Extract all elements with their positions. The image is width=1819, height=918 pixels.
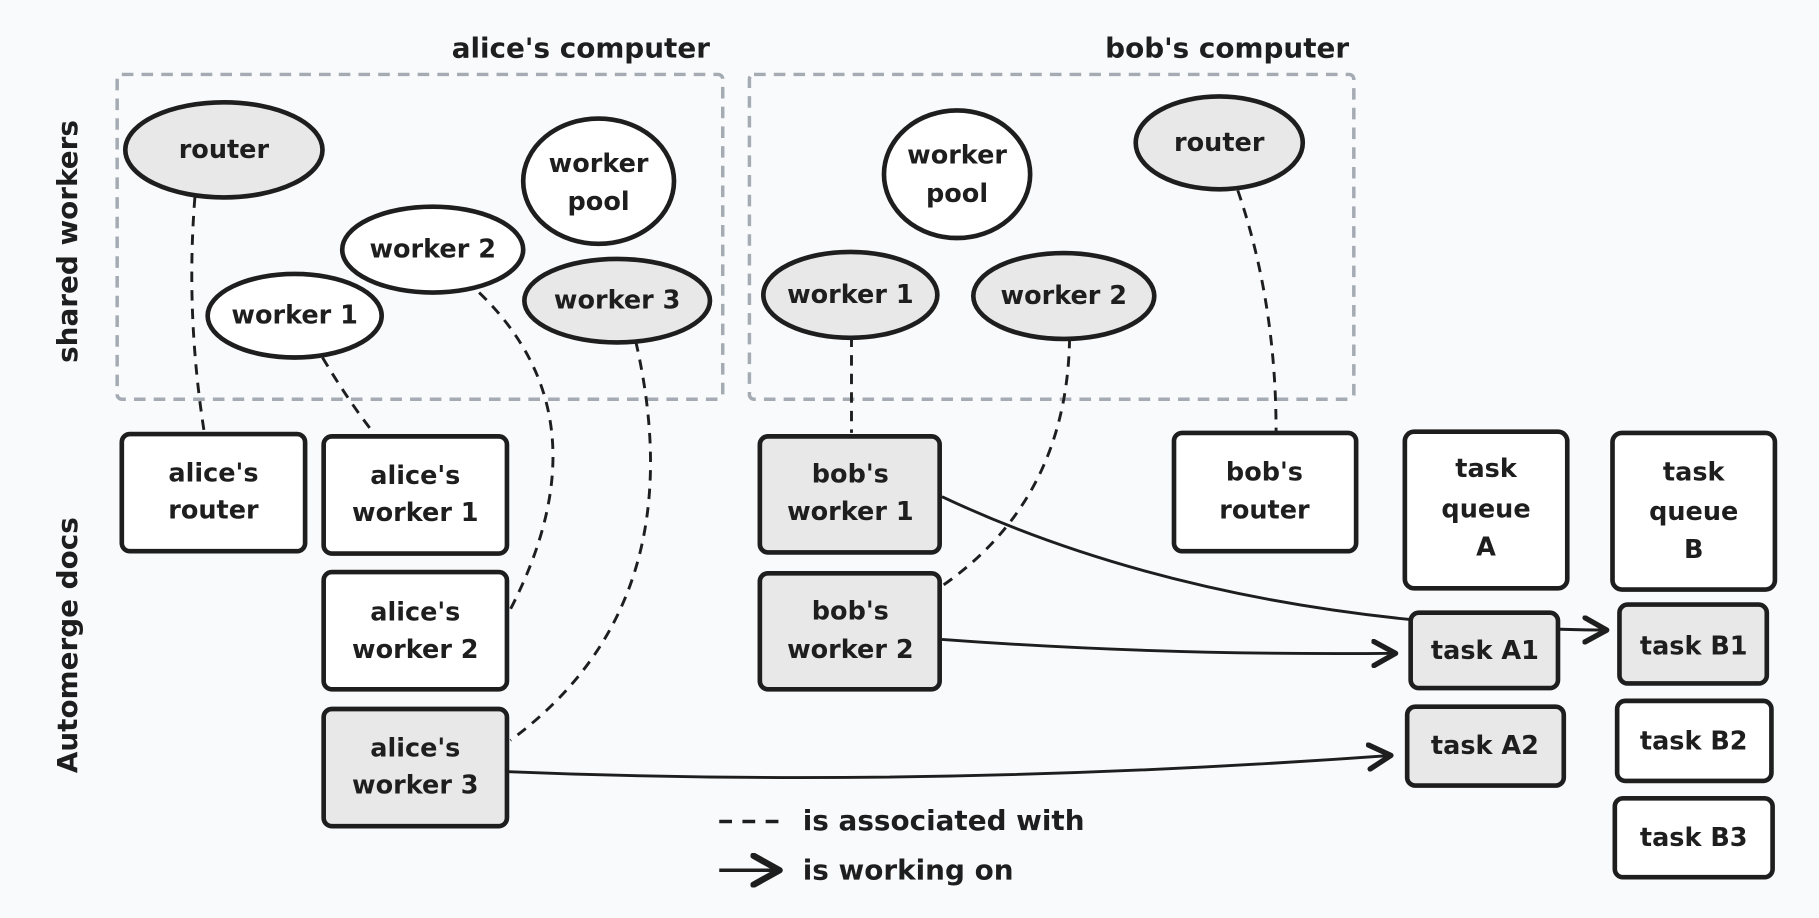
alice-router-worker[interactable]: router bbox=[122, 99, 325, 200]
bob-computer-group bbox=[747, 72, 1356, 401]
doc-task-a1[interactable]: task A1 bbox=[1408, 610, 1561, 691]
doc-task-queue-a[interactable]: task queue A bbox=[1402, 429, 1570, 591]
work-bob-worker2-task-a1 bbox=[941, 637, 1396, 653]
alice-computer-title: alice's computer bbox=[452, 31, 711, 64]
bob-worker-2[interactable]: worker 2 bbox=[970, 250, 1157, 342]
shared-workers-row-label: shared workers bbox=[51, 120, 84, 363]
svg-text:pool: pool bbox=[568, 187, 630, 217]
svg-text:worker 3: worker 3 bbox=[554, 286, 681, 316]
svg-text:task A2: task A2 bbox=[1431, 731, 1539, 761]
doc-alice-worker-2[interactable]: alice's worker 2 bbox=[321, 569, 510, 692]
svg-text:worker: worker bbox=[549, 149, 649, 179]
svg-text:task B3: task B3 bbox=[1640, 823, 1748, 853]
doc-task-queue-b[interactable]: task queue B bbox=[1610, 430, 1778, 592]
svg-text:bob's: bob's bbox=[1226, 457, 1303, 487]
doc-bob-worker-1[interactable]: bob's worker 1 bbox=[757, 434, 942, 555]
doc-bob-worker-2[interactable]: bob's worker 2 bbox=[757, 570, 942, 692]
svg-text:task A1: task A1 bbox=[1431, 636, 1539, 666]
svg-text:worker: worker bbox=[907, 141, 1007, 171]
svg-text:bob's: bob's bbox=[812, 597, 889, 627]
svg-text:alice's: alice's bbox=[370, 598, 460, 628]
doc-task-b2[interactable]: task B2 bbox=[1614, 698, 1774, 784]
doc-alice-router[interactable]: alice's router bbox=[119, 431, 308, 554]
doc-alice-worker-3[interactable]: alice's worker 3 bbox=[321, 706, 510, 829]
alice-worker-1[interactable]: worker 1 bbox=[205, 271, 384, 360]
svg-text:worker 1: worker 1 bbox=[231, 301, 358, 331]
alice-worker-pool[interactable]: worker pool bbox=[520, 116, 677, 247]
doc-bob-router[interactable]: bob's router bbox=[1171, 430, 1359, 554]
svg-text:queue: queue bbox=[1649, 497, 1738, 527]
alice-worker-3[interactable]: worker 3 bbox=[522, 256, 713, 345]
svg-text:router: router bbox=[168, 496, 259, 526]
svg-text:task B1: task B1 bbox=[1640, 631, 1748, 661]
svg-text:router: router bbox=[179, 135, 270, 165]
doc-task-b1[interactable]: task B1 bbox=[1617, 602, 1770, 686]
svg-text:pool: pool bbox=[926, 179, 988, 209]
svg-text:A: A bbox=[1476, 533, 1496, 563]
svg-text:worker 1: worker 1 bbox=[787, 280, 914, 310]
bob-router-worker[interactable]: router bbox=[1133, 94, 1306, 192]
svg-text:task: task bbox=[1455, 454, 1518, 484]
assoc-alice-worker3 bbox=[509, 340, 652, 742]
legend: is associated with is working on bbox=[719, 804, 1085, 887]
doc-alice-worker-1[interactable]: alice's worker 1 bbox=[321, 434, 510, 556]
svg-text:queue: queue bbox=[1441, 494, 1530, 524]
svg-text:router: router bbox=[1219, 496, 1310, 526]
alice-computer-group bbox=[115, 72, 725, 401]
work-alice-worker3-task-a2 bbox=[508, 755, 1391, 780]
assoc-bob-worker2 bbox=[941, 337, 1072, 588]
doc-task-a2[interactable]: task A2 bbox=[1404, 704, 1567, 788]
svg-text:alice's: alice's bbox=[370, 461, 460, 491]
svg-text:worker 3: worker 3 bbox=[352, 771, 479, 801]
assoc-bob-router bbox=[1236, 189, 1278, 432]
svg-text:worker 2: worker 2 bbox=[787, 635, 914, 665]
bob-worker-pool[interactable]: worker pool bbox=[881, 108, 1033, 241]
svg-text:B: B bbox=[1684, 535, 1703, 565]
legend-working-label: is working on bbox=[803, 854, 1014, 887]
doc-task-b3[interactable]: task B3 bbox=[1612, 796, 1775, 880]
svg-text:worker 2: worker 2 bbox=[369, 235, 496, 265]
svg-text:task B2: task B2 bbox=[1640, 726, 1748, 756]
svg-text:worker 2: worker 2 bbox=[352, 635, 479, 665]
svg-text:worker 1: worker 1 bbox=[787, 497, 914, 527]
bob-worker-1[interactable]: worker 1 bbox=[761, 249, 940, 341]
bob-computer-title: bob's computer bbox=[1105, 31, 1349, 64]
svg-text:router: router bbox=[1174, 128, 1265, 158]
alice-worker-2[interactable]: worker 2 bbox=[339, 204, 526, 295]
association-connectors bbox=[190, 189, 1278, 742]
assoc-alice-router bbox=[190, 197, 206, 432]
assoc-alice-worker2 bbox=[478, 291, 555, 610]
svg-text:worker 2: worker 2 bbox=[1001, 281, 1128, 311]
assoc-alice-worker1 bbox=[321, 356, 375, 434]
svg-text:bob's: bob's bbox=[812, 460, 889, 490]
automerge-docs-row-label: Automerge docs bbox=[51, 517, 84, 773]
legend-associated-label: is associated with bbox=[803, 804, 1085, 837]
svg-text:alice's: alice's bbox=[370, 733, 460, 763]
svg-text:worker 1: worker 1 bbox=[352, 498, 479, 528]
svg-text:task: task bbox=[1663, 457, 1726, 487]
svg-text:alice's: alice's bbox=[168, 459, 258, 489]
